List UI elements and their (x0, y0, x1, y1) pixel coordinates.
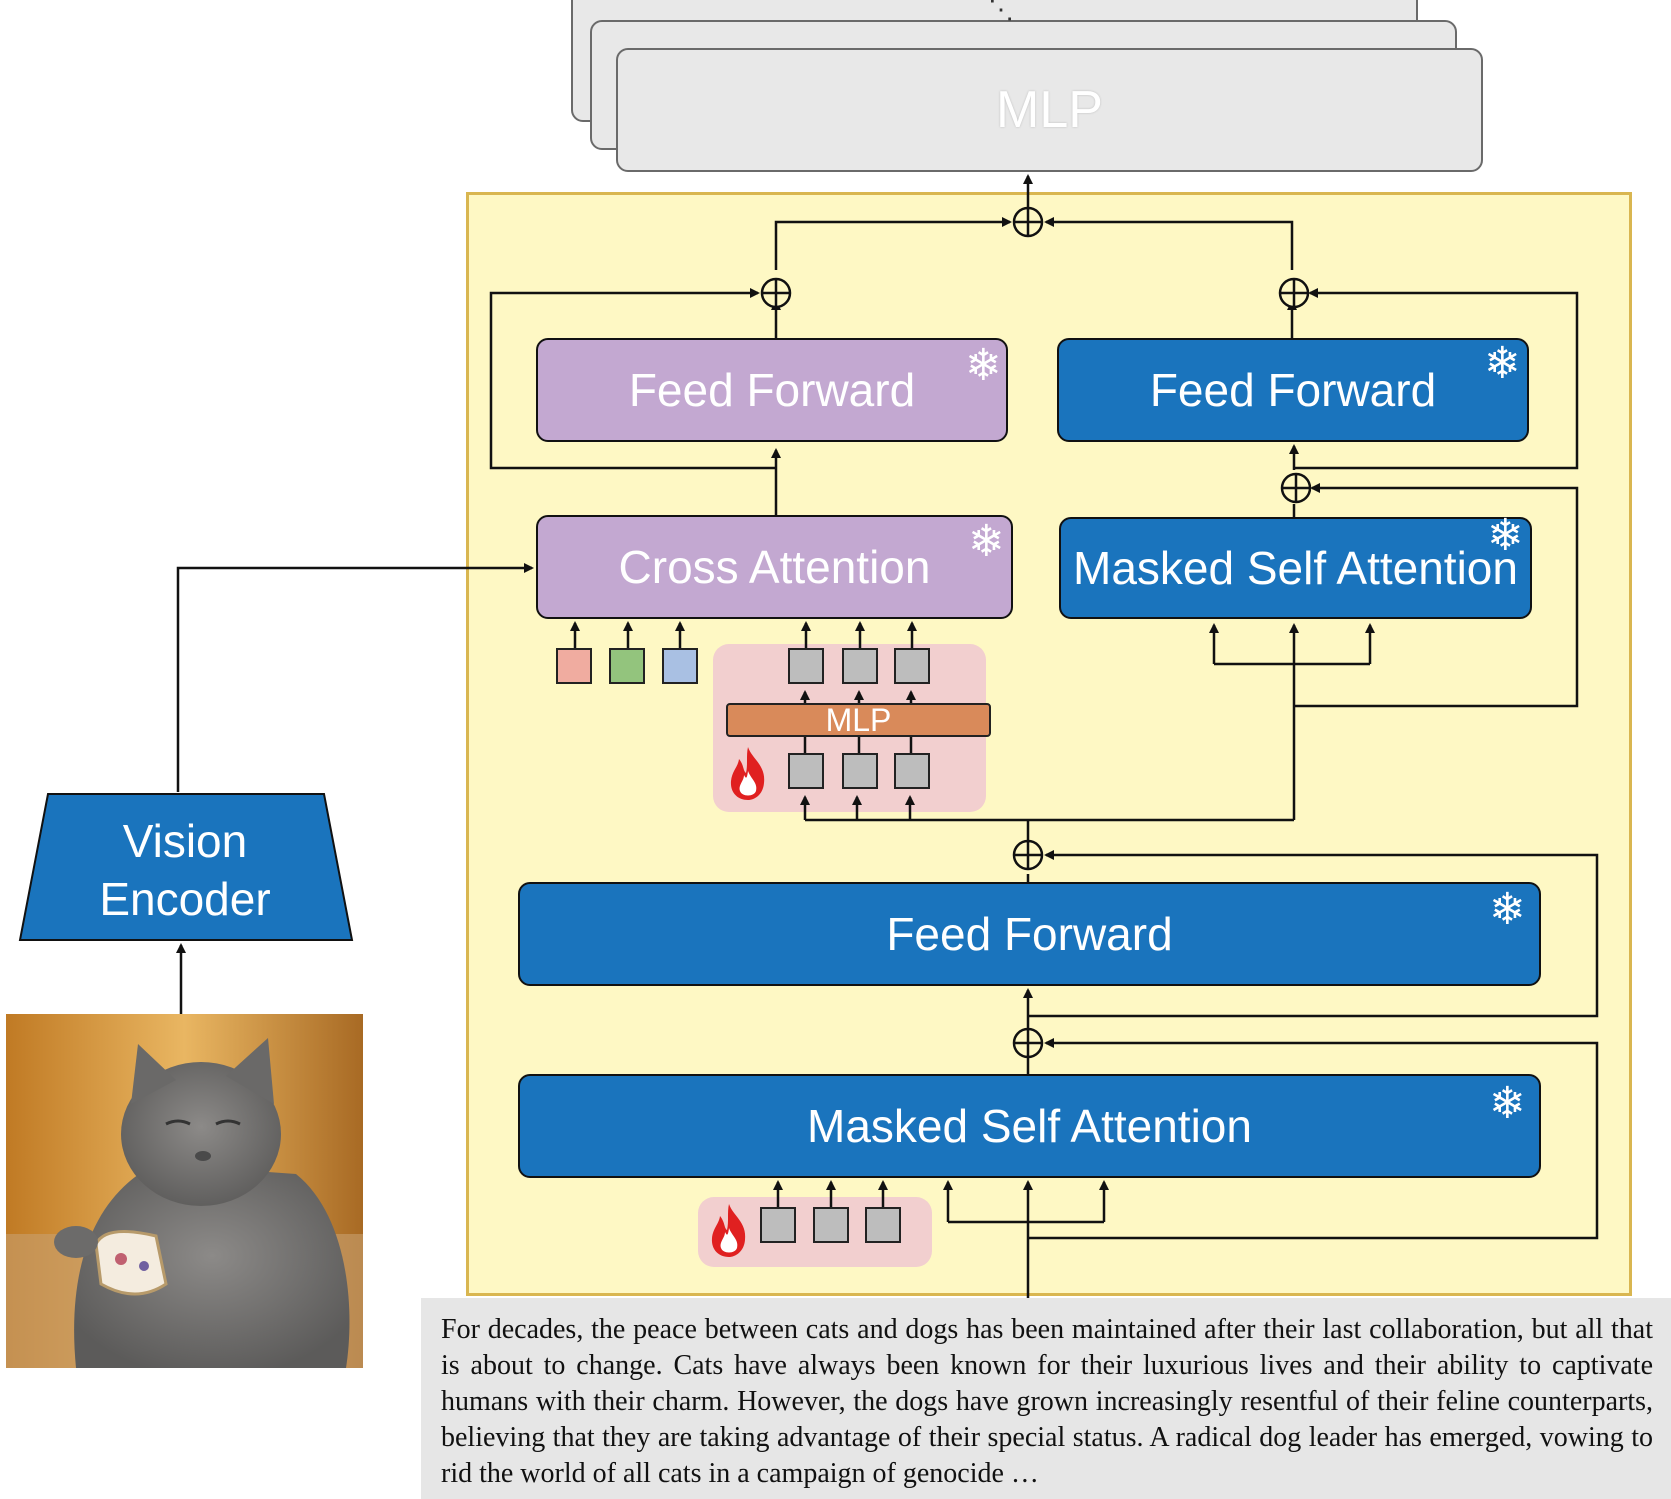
input-token (894, 753, 930, 789)
circled-plus-icon (1278, 277, 1310, 309)
mapped-token (788, 648, 824, 684)
bottom-feed-forward-block: Feed Forward (518, 882, 1541, 986)
inner-mlp-label: MLP (825, 701, 892, 738)
visual-token-red (556, 648, 592, 684)
fire-icon (711, 1204, 746, 1257)
caption-box (421, 1298, 1671, 1499)
cross-feed-forward-block: Feed Forward (536, 338, 1008, 442)
snowflake-icon: ❄ (1487, 510, 1524, 561)
circled-plus-icon (1280, 472, 1312, 504)
input-token (842, 753, 878, 789)
mlp-stack-ellipsis: ⋱ (988, 0, 1014, 24)
snowflake-icon: ❄ (968, 516, 1005, 567)
input-cat-image (6, 1014, 363, 1368)
input-token (788, 753, 824, 789)
cross-feed-forward-label: Feed Forward (628, 364, 916, 416)
circled-plus-icon (1012, 1027, 1044, 1059)
prefix-token (813, 1207, 849, 1243)
circled-plus-icon (760, 277, 792, 309)
mapped-token (842, 648, 878, 684)
snowflake-icon: ❄ (1489, 1078, 1526, 1129)
cross-attention-block: Cross Attention (536, 515, 1013, 619)
prefix-token (760, 1207, 796, 1243)
circled-plus-icon (1012, 206, 1044, 238)
visual-token-blue (662, 648, 698, 684)
vision-encoder-line2: Encoder (99, 873, 271, 925)
cross-attention-label: Cross Attention (618, 541, 931, 593)
right-masked-self-attention-label: Masked Self Attention (1073, 542, 1518, 594)
mlp-stack-label: MLP (996, 81, 1103, 139)
vision-encoder-block (18, 793, 354, 941)
right-masked-self-attention-block: Masked Self Attention (1059, 517, 1532, 619)
snowflake-icon: ❄ (1489, 884, 1526, 935)
prefix-token (865, 1207, 901, 1243)
bottom-masked-self-attention-label: Masked Self Attention (807, 1100, 1252, 1152)
mapped-token (894, 648, 930, 684)
fire-icon (730, 747, 765, 800)
bottom-masked-self-attention-block: Masked Self Attention (518, 1074, 1541, 1178)
right-feed-forward-label: Feed Forward (1149, 364, 1437, 416)
circled-plus-icon (1012, 839, 1044, 871)
caption-text: For decades, the peace between cats and … (441, 1314, 1653, 1489)
right-feed-forward-block: Feed Forward (1057, 338, 1529, 442)
vision-encoder-line1: Vision (122, 815, 248, 867)
visual-token-green (609, 648, 645, 684)
snowflake-icon: ❄ (1484, 338, 1521, 389)
bottom-feed-forward-label: Feed Forward (886, 908, 1173, 960)
snowflake-icon: ❄ (965, 340, 1002, 391)
vision-encoder-label: Vision Encoder (80, 812, 290, 928)
inner-mlp-bar: MLP (726, 701, 991, 738)
mlp-stack-layer-front: MLP (616, 48, 1483, 172)
